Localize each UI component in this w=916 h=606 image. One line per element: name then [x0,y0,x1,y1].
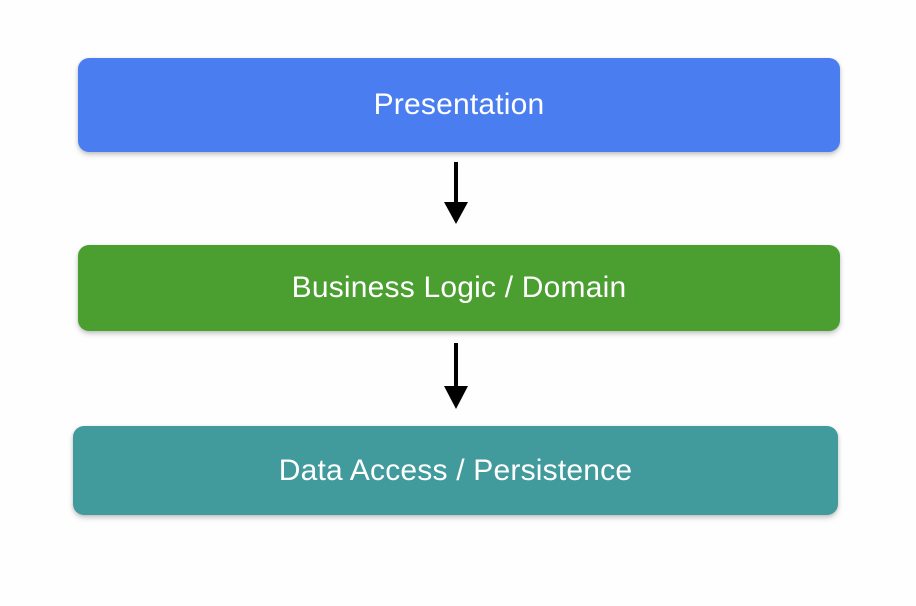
layer-label-presentation: Presentation [373,88,545,121]
layer-box-presentation[interactable]: Presentation [78,58,840,152]
layer-label-business-logic: Business Logic / Domain [291,271,627,304]
arrow-presentation-to-business-icon [444,162,468,224]
arrow-business-to-data-icon [444,343,468,409]
layer-box-business-logic[interactable]: Business Logic / Domain [78,245,840,331]
layer-label-data-access: Data Access / Persistence [278,453,633,487]
layer-box-data-access[interactable]: Data Access / Persistence [73,426,838,515]
